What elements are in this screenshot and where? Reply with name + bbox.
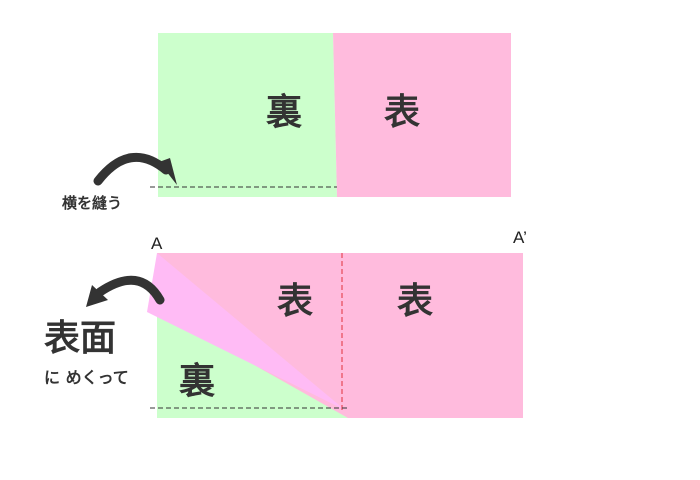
instruction-small-text: に めくって [44, 368, 129, 387]
corner-label-a-prime: A’ [513, 228, 527, 247]
top-back-side-green [158, 33, 337, 197]
top-panel: 裏 表 横を縫う [62, 33, 511, 212]
top-instruction-text: 横を縫う [62, 194, 122, 212]
instruction-big-text: 表面 [44, 318, 116, 359]
bottom-back-label: 裏 [179, 361, 215, 402]
corner-label-a: A [151, 234, 163, 253]
bottom-front-label-left: 表 [277, 281, 313, 322]
top-back-label: 裏 [266, 92, 302, 133]
top-front-label: 表 [384, 92, 420, 133]
curved-arrow-left-icon [86, 275, 165, 307]
curved-arrow-right-icon [93, 152, 177, 186]
top-front-side-pink [333, 33, 511, 197]
bottom-front-side-right [342, 253, 523, 418]
bottom-front-label-right: 表 [397, 281, 433, 322]
bottom-panel: A A’ 表 表 裏 表面 に めくって [44, 228, 527, 418]
folded-flap [147, 253, 345, 410]
